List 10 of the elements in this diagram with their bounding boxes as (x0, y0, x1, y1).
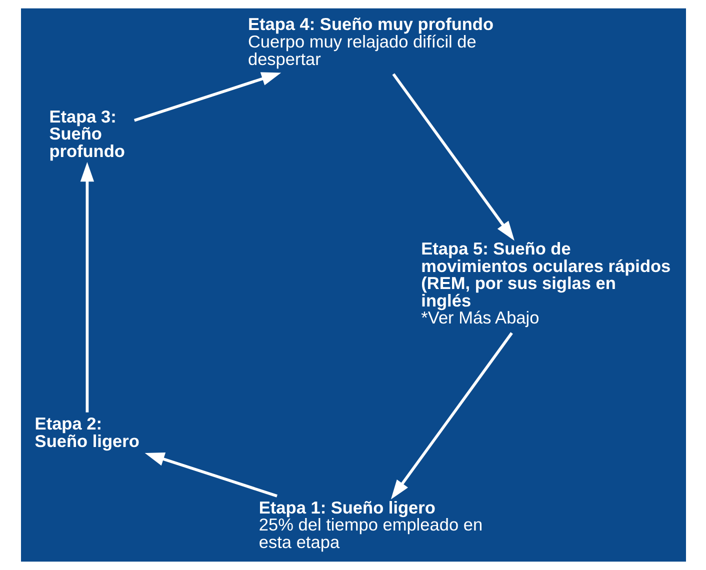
node-text: Etapa 2: Sueño ligero (34, 414, 139, 451)
arrow (392, 73, 514, 241)
arrow (133, 72, 281, 122)
arrow (390, 332, 512, 500)
node-text: Etapa 4: Sueño muy profundo Cuerpo muy relajado difícil de despertar (247, 14, 494, 69)
node-text: Etapa 3: Sueño profundo (48, 106, 124, 162)
node-text: Etapa 1: Sueño ligero 25% del tiempo empleado en esta etapa (258, 497, 482, 552)
arrow (80, 162, 94, 412)
node-text: Etapa 5: Sueño de movimientos oculares rápidos (REM, por sus siglas en inglés *Ver Más Abajo (420, 238, 670, 328)
arrow (144, 452, 277, 498)
